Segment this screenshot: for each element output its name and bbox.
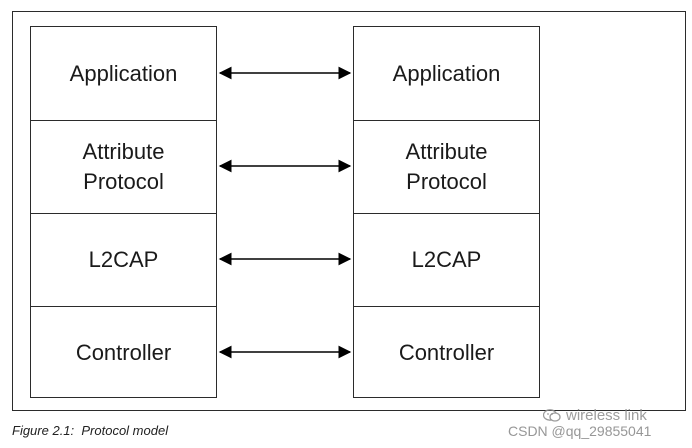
right-layer-attribute-protocol: Attribute Protocol — [354, 120, 539, 213]
left-layer-application: Application — [69, 60, 178, 86]
watermark-brand: wireless link — [542, 407, 647, 424]
right-protocol-stack: Application Attribute Protocol L2CAP Con… — [353, 26, 540, 398]
left-layer-l2cap: L2CAP — [31, 213, 216, 306]
right-layer-application: Application — [392, 60, 501, 86]
watermark-id: CSDN @qq_29855041 — [508, 423, 652, 439]
figure-caption: Figure 2.1: Protocol model — [12, 423, 169, 438]
watermark-brand-text: wireless link — [566, 407, 647, 424]
diagram-frame — [12, 11, 686, 411]
left-protocol-stack: Application Attribute Protocol L2CAP Con… — [30, 26, 217, 398]
wechat-icon — [542, 409, 561, 422]
left-layer-controller: Controller — [31, 306, 216, 399]
left-layer-attribute-protocol: Attribute Protocol — [31, 120, 216, 213]
right-layer-controller: Controller — [354, 306, 539, 399]
right-layer-l2cap: L2CAP — [354, 213, 539, 306]
